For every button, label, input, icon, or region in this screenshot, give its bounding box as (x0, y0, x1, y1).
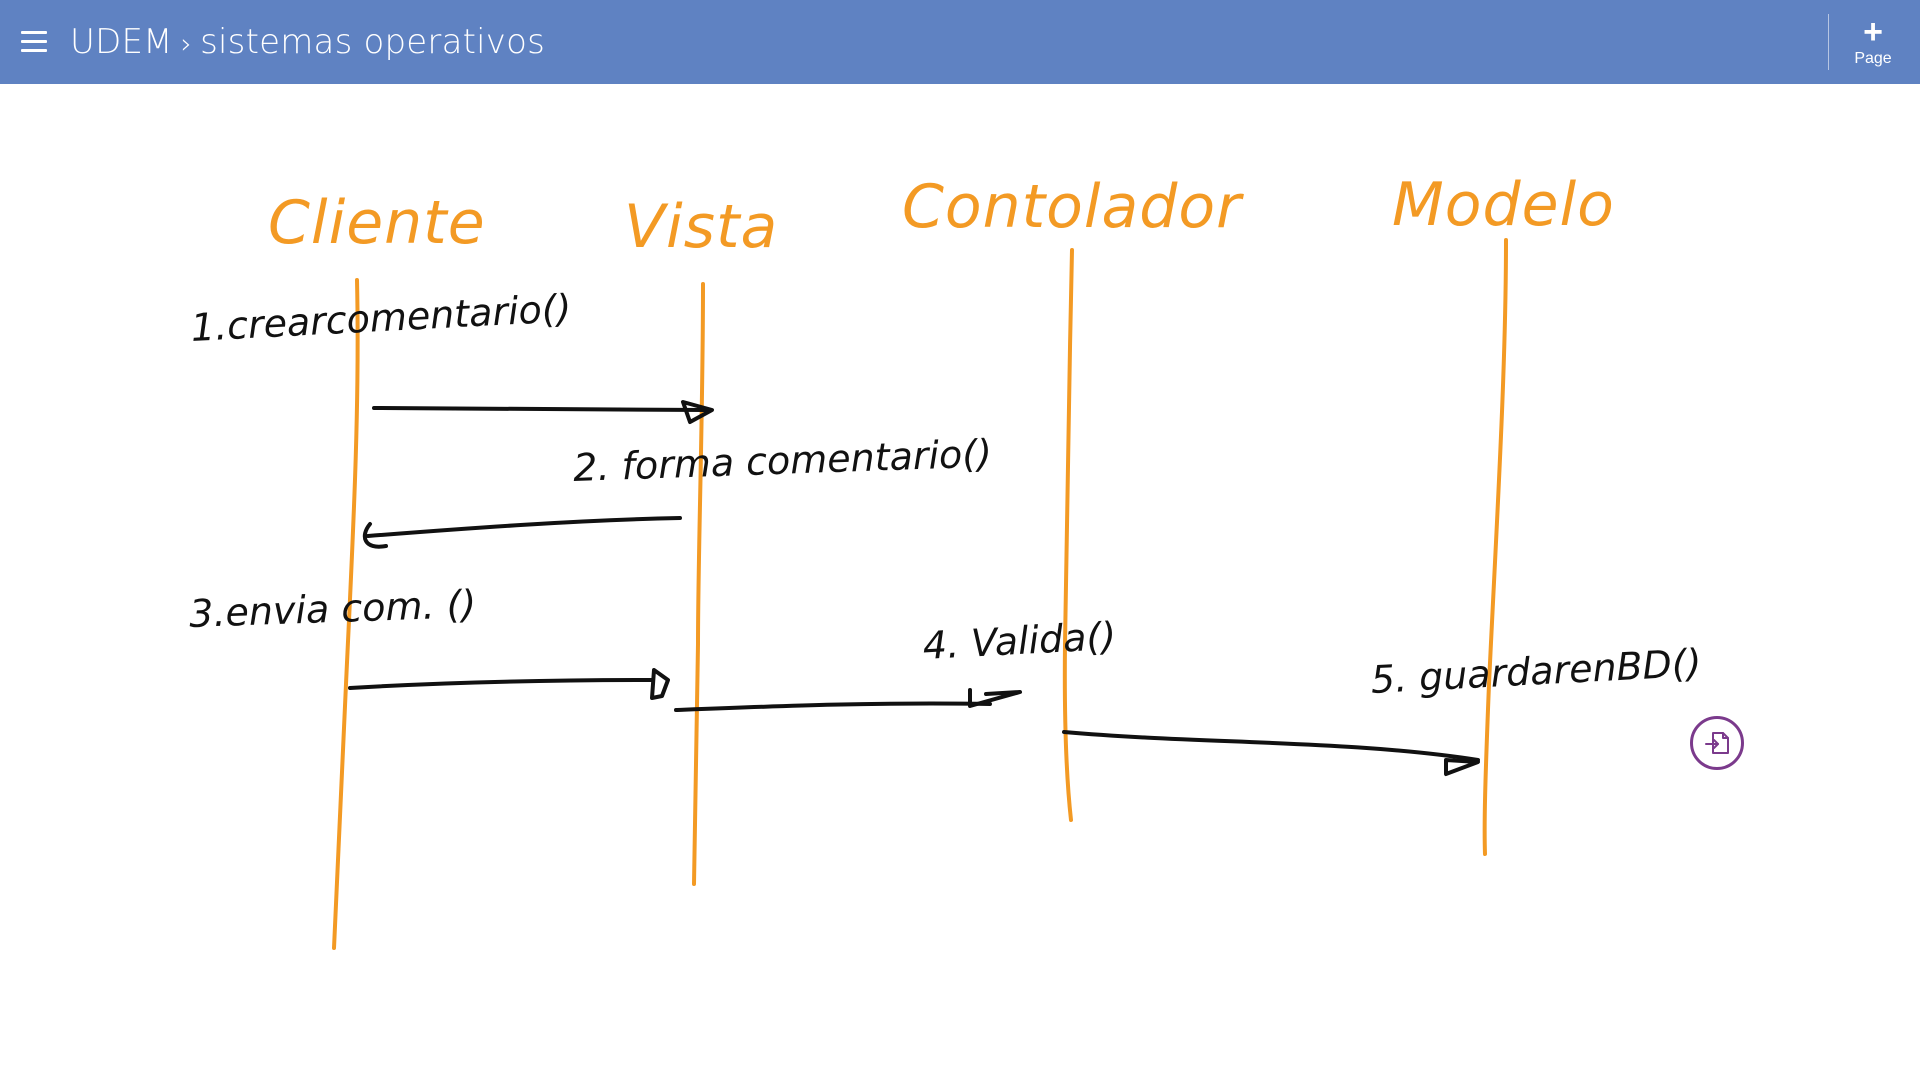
ink-canvas[interactable]: Cliente Vista Contolador Modelo 1.crearc… (0, 84, 1920, 1080)
breadcrumb-section[interactable]: sistemas operativos (200, 22, 546, 62)
hamburger-icon (21, 31, 47, 34)
lifeline-label-controlador: Contolador (902, 172, 1242, 242)
arrow-msg-1 (372, 406, 708, 412)
hamburger-menu-button[interactable] (18, 27, 52, 57)
lifeline-label-vista: Vista (624, 192, 779, 262)
lifeline-label-cliente: Cliente (268, 188, 486, 258)
add-page-button[interactable]: + Page (1838, 10, 1908, 74)
add-page-label: Page (1854, 50, 1892, 67)
breadcrumb: UDEM›sistemas operativos (70, 20, 545, 64)
arrow-msg-3 (348, 678, 654, 690)
breadcrumb-notebook[interactable]: UDEM (70, 22, 173, 62)
lifeline-cliente (332, 278, 360, 950)
ink-drawing (332, 238, 1508, 950)
arrow-msg-5-head (1444, 758, 1480, 776)
lifeline-modelo (1482, 238, 1508, 856)
page-insert-icon (1705, 732, 1729, 754)
app-header: UDEM›sistemas operativos + Page (0, 0, 1920, 84)
plus-icon: + (1863, 13, 1883, 51)
header-divider (1828, 14, 1829, 70)
lifeline-vista (692, 282, 705, 886)
lifeline-controlador (1062, 248, 1074, 822)
page-insert-button[interactable] (1690, 716, 1744, 770)
lifeline-label-modelo: Modelo (1392, 170, 1615, 240)
arrow-msg-4-head (968, 688, 1022, 708)
arrow-msg-5 (1062, 730, 1480, 762)
arrow-msg-4 (674, 701, 992, 712)
breadcrumb-separator: › (180, 27, 193, 60)
arrow-msg-2-head (362, 522, 388, 549)
arrow-msg-1-head (681, 400, 714, 424)
arrow-msg-3-head (650, 668, 670, 700)
arrow-msg-2 (366, 516, 682, 538)
